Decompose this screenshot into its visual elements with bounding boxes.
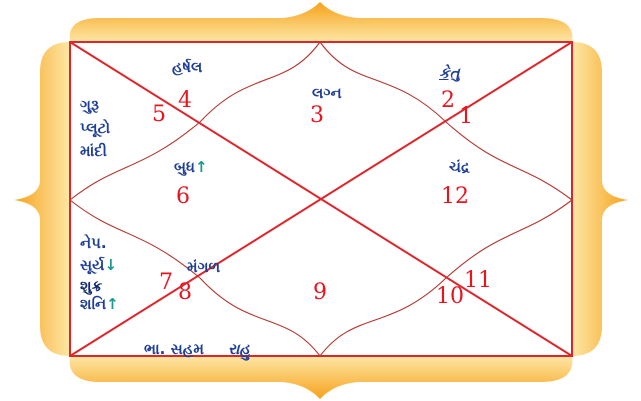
retro-arrow-up-icon: ↑ — [195, 158, 208, 176]
planet-ketu: કેતુ — [439, 64, 460, 83]
arrow-down-icon: ↓ — [104, 256, 117, 274]
house-number-7: 7 — [159, 272, 173, 294]
planet-lagna: લગ્ન — [312, 84, 342, 103]
house-number-4: 4 — [178, 90, 192, 112]
planet-rahu: રાહુ — [228, 340, 250, 359]
planet-budh-label: બુધ — [174, 158, 195, 176]
house-number-5: 5 — [152, 104, 166, 126]
retro-arrow-up-icon: ↑ — [106, 295, 119, 313]
house-5-planets: ગુરૂ પ્લૂટો માંદી — [80, 96, 110, 160]
house-number-12: 12 — [441, 186, 469, 208]
planet-guru: ગુરૂ — [80, 96, 110, 115]
house-number-2: 2 — [441, 90, 455, 112]
planet-nep: નેપ. — [80, 234, 119, 253]
house-number-6: 6 — [176, 186, 190, 208]
house-number-1: 1 — [459, 106, 473, 128]
house-number-10: 10 — [436, 286, 464, 308]
planet-mangal: મંગળ — [187, 258, 220, 277]
house-number-9: 9 — [313, 282, 327, 304]
left-brace — [14, 42, 70, 356]
planet-budh: બુધ↑ — [174, 158, 208, 177]
planet-shukra: શુક્ર — [80, 277, 119, 296]
house-number-11: 11 — [464, 270, 492, 292]
house-number-8: 8 — [178, 282, 192, 304]
planet-surya-label: સૂર્ય — [80, 256, 104, 274]
planet-pluto: પ્લૂટો — [80, 119, 110, 138]
planet-surya: સૂર્ય↓ — [80, 256, 119, 275]
house-number-3: 3 — [310, 105, 324, 127]
planet-shani: શનિ↑ — [80, 295, 119, 314]
planet-bha-saham: ભા. સહમ — [144, 340, 204, 359]
planet-harshal: હર્ષલ — [172, 58, 202, 77]
planet-mandi: માંદી — [80, 142, 110, 161]
house-7-planets: નેપ. સૂર્ય↓ શુક્ર શનિ↑ — [80, 234, 119, 314]
top-brace — [70, 2, 573, 42]
planet-chandra: ચંદ્ર — [449, 158, 470, 177]
right-brace — [572, 42, 628, 356]
bottom-brace — [70, 356, 573, 399]
planet-shani-label: શનિ — [80, 295, 106, 313]
